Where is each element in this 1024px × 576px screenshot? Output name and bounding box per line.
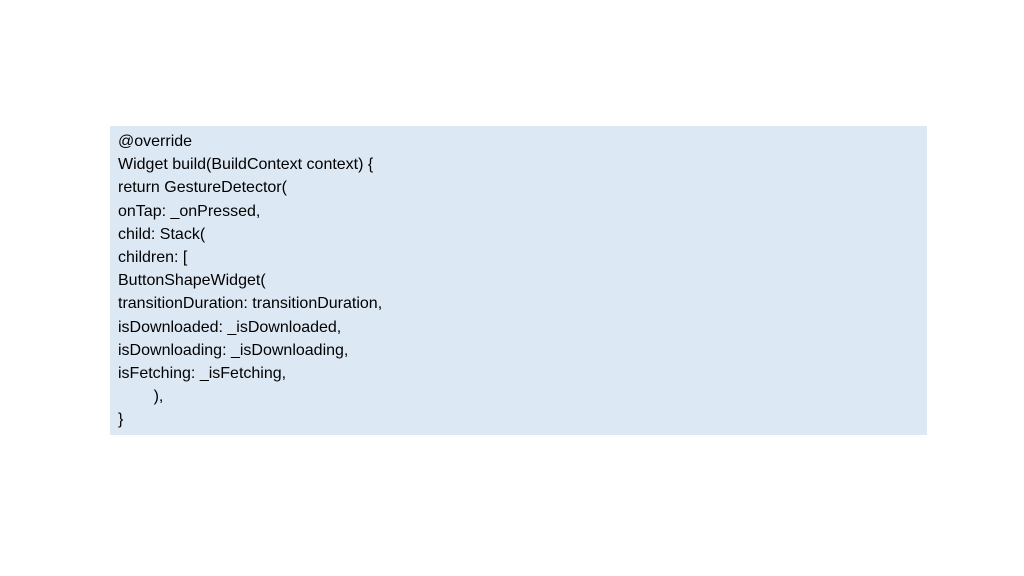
code-line-9: isDownloaded: _isDownloaded,	[118, 318, 342, 336]
code-line-13: }	[118, 411, 124, 429]
code-line-4: onTap: _onPressed,	[118, 202, 261, 220]
code-line-1: @override	[118, 133, 193, 150]
code-line-8: transitionDuration: transitionDuration,	[118, 295, 383, 313]
code-line-5: child: Stack(	[118, 225, 206, 243]
code-line-3: return GestureDetector(	[118, 179, 287, 197]
code-line-12: ),	[118, 388, 164, 406]
code-line-11: isFetching: _isFetching,	[118, 364, 287, 382]
code-line-6: children: [	[118, 248, 188, 266]
code-line-10: isDownloading: _isDownloading,	[118, 341, 349, 359]
code-line-2: Widget build(BuildContext context) {	[118, 156, 374, 174]
code-block: @override Widget build(BuildContext cont…	[110, 126, 927, 435]
code-line-7: ButtonShapeWidget(	[118, 272, 266, 290]
